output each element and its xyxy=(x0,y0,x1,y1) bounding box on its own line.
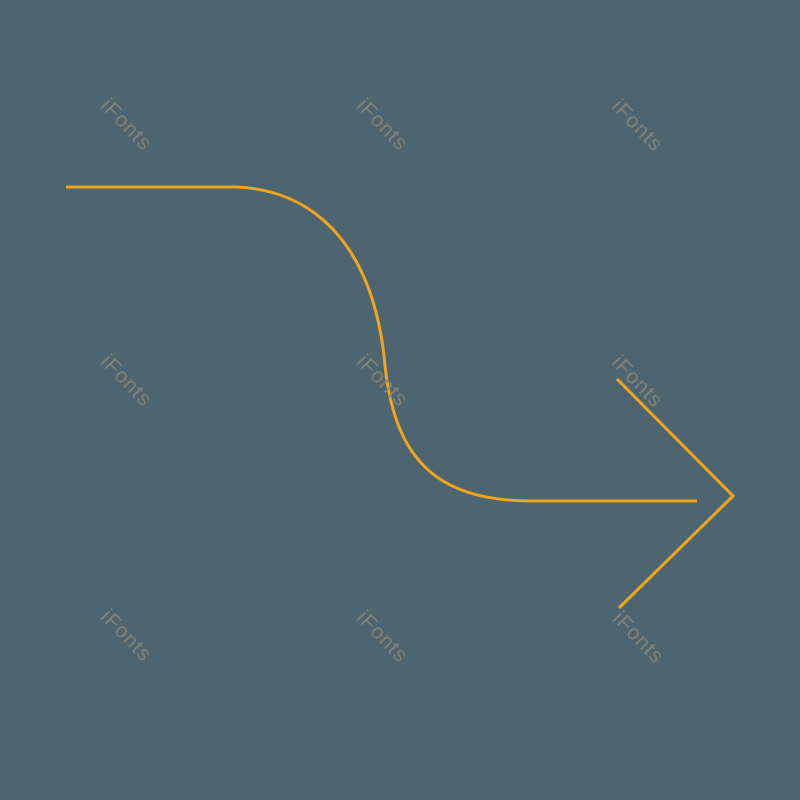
arrow-shaft-curve xyxy=(66,185,697,503)
arrow-head-chevron xyxy=(615,377,736,610)
